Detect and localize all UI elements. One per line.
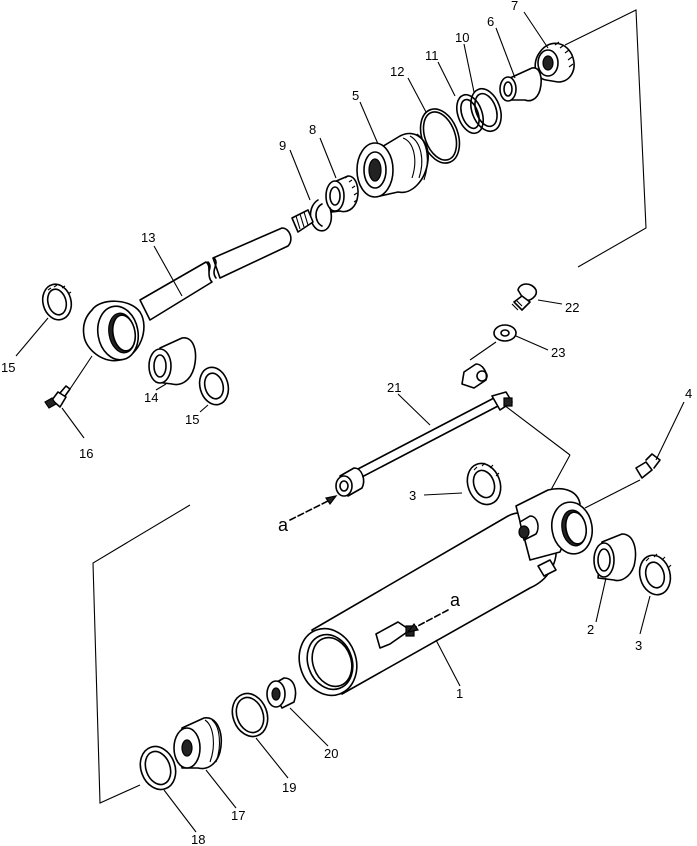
part-15-bearing-left	[41, 283, 73, 321]
part-4-grease-fitting	[635, 453, 661, 479]
callout-3-right: 3	[635, 638, 642, 653]
part-20-nut	[266, 677, 297, 709]
part-19-seal-ring	[231, 692, 269, 738]
callout-2: 2	[587, 622, 594, 637]
callout-5: 5	[352, 88, 359, 103]
callout-7: 7	[511, 0, 518, 13]
callout-12: 12	[390, 64, 404, 79]
assembly-guide-lines	[92, 9, 647, 804]
callout-1: 1	[456, 686, 463, 701]
part-2-bushing	[593, 533, 637, 582]
part-3-bearing-right	[638, 553, 672, 596]
callout-16: 16	[79, 446, 93, 461]
callout-8: 8	[309, 122, 316, 137]
callout-13: 13	[141, 230, 155, 245]
callout-20: 20	[324, 746, 338, 761]
part-16-grease-fitting	[44, 385, 71, 409]
callout-6: 6	[487, 14, 494, 29]
part-21-tube	[335, 363, 513, 497]
callout-17: 17	[231, 808, 245, 823]
part-5-cylinder-head	[356, 132, 429, 198]
part-9-snap-ring	[309, 199, 333, 232]
callout-15-left: 15	[1, 360, 15, 375]
reference-a-left: a	[278, 515, 289, 535]
callout-22: 22	[565, 300, 579, 315]
part-1-cylinder-tube	[298, 488, 594, 697]
reference-a-right: a	[450, 590, 461, 610]
part-10-11-rings	[456, 87, 502, 135]
callout-4: 4	[685, 386, 692, 401]
part-23-washer	[493, 324, 517, 342]
part-13-piston-rod	[82, 209, 314, 362]
callout-11: 11	[425, 48, 439, 63]
callout-19: 19	[282, 780, 296, 795]
reference-arrows	[289, 495, 449, 633]
callout-15-middle: 15	[185, 412, 199, 427]
part-3-bearing-middle	[466, 462, 502, 506]
leader-lines	[15, 11, 685, 833]
callout-3-middle: 3	[409, 488, 416, 503]
part-15-bearing-middle	[198, 366, 230, 406]
part-18-wear-ring	[139, 745, 177, 791]
callout-9: 9	[279, 138, 286, 153]
part-14-bushing	[148, 337, 197, 386]
callout-21: 21	[387, 380, 401, 395]
part-6-bushing	[499, 67, 542, 102]
callout-14: 14	[144, 390, 158, 405]
part-22-bolt	[511, 283, 538, 311]
callout-23: 23	[551, 345, 565, 360]
callout-18: 18	[191, 832, 205, 846]
part-17-piston	[173, 717, 222, 770]
callout-10: 10	[455, 30, 469, 45]
part-8-bushing	[325, 175, 359, 213]
